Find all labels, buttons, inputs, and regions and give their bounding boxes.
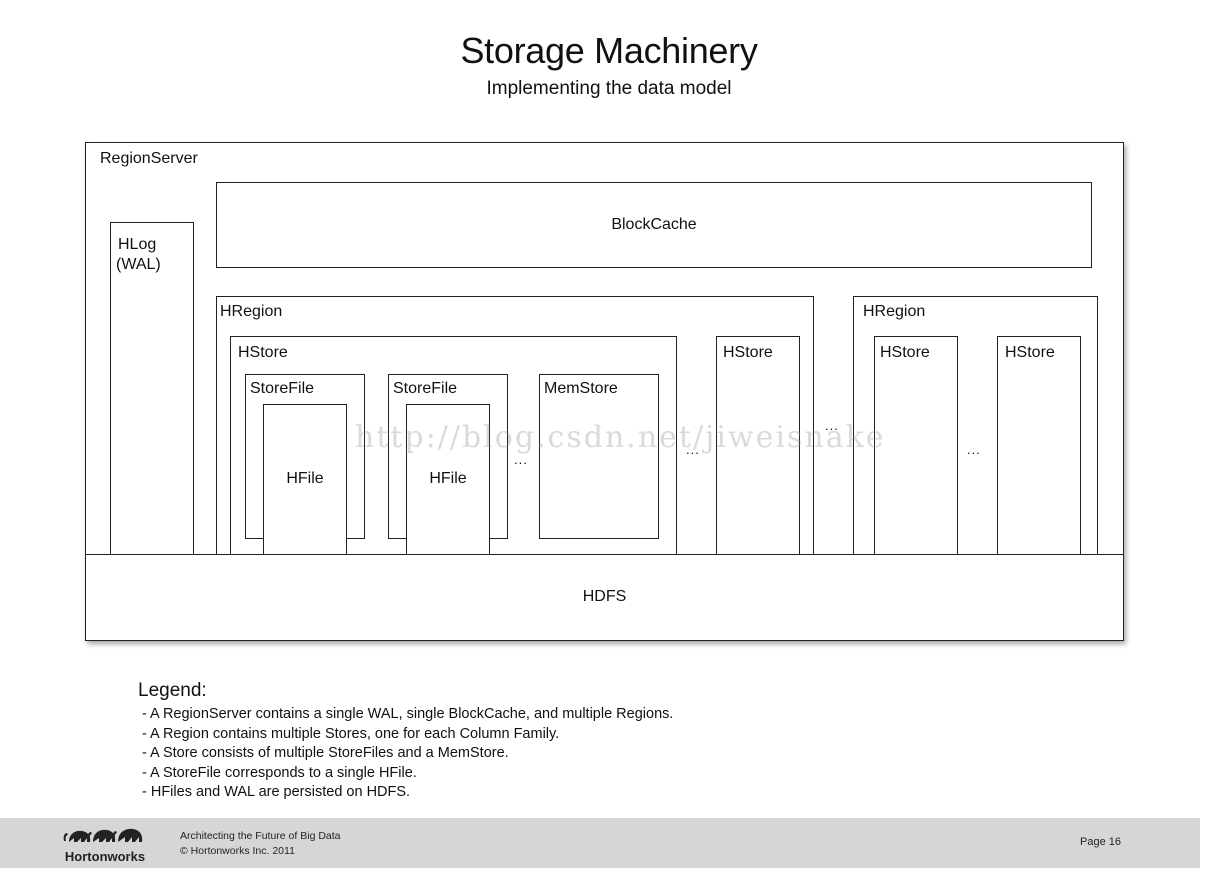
memstore-box: MemStore bbox=[539, 374, 659, 539]
hstore-ellipsis-2: ... bbox=[967, 442, 981, 457]
memstore-label: MemStore bbox=[544, 380, 618, 397]
legend-item: - HFiles and WAL are persisted on HDFS. bbox=[142, 784, 411, 800]
watermark-text: http://blog.csdn.net/jiweisnake bbox=[355, 420, 886, 455]
storefile-label-2: StoreFile bbox=[393, 380, 458, 397]
hregion-label-1: HRegion bbox=[220, 303, 283, 320]
hfile-label-1: HFile bbox=[286, 470, 324, 487]
hlog-label: HLog bbox=[118, 236, 157, 253]
hstore-box-4: HStore bbox=[997, 336, 1081, 555]
hfile-label-2: HFile bbox=[429, 470, 467, 487]
legend: Legend: - A RegionServer contains a sing… bbox=[138, 680, 673, 803]
footer-bar: Hortonworks Architecting the Future of B… bbox=[0, 818, 1200, 868]
logo-text: Hortonworks bbox=[64, 849, 146, 864]
hdfs-box: HDFS bbox=[85, 554, 1124, 641]
hortonworks-logo: Hortonworks bbox=[55, 824, 155, 864]
legend-title: Legend: bbox=[138, 680, 207, 701]
storefile-label-1: StoreFile bbox=[250, 380, 315, 397]
hstore-box-2: HStore bbox=[716, 336, 800, 555]
legend-item: - A Store consists of multiple StoreFile… bbox=[142, 745, 509, 761]
hstore-label-2: HStore bbox=[723, 344, 773, 361]
hlog-wal-box: HLog (WAL) bbox=[110, 222, 194, 555]
footer-tagline: Architecting the Future of Big Data bbox=[180, 830, 341, 842]
legend-item: - A Region contains multiple Stores, one… bbox=[142, 725, 560, 742]
hstore-label-4: HStore bbox=[1005, 344, 1055, 361]
hregion-label-2: HRegion bbox=[863, 303, 926, 320]
hstore-label-3: HStore bbox=[880, 344, 930, 361]
hdfs-label: HDFS bbox=[582, 588, 627, 605]
hstore-box-3: HStore bbox=[874, 336, 958, 555]
block-cache-label: BlockCache bbox=[611, 216, 697, 233]
hfile-box-1: HFile bbox=[263, 404, 347, 555]
footer-copyright: © Hortonworks Inc. 2011 bbox=[180, 845, 295, 857]
storefile-ellipsis: ... bbox=[514, 452, 528, 467]
legend-item: - A RegionServer contains a single WAL, … bbox=[142, 706, 674, 722]
elephant-logo-icon bbox=[63, 828, 143, 842]
wal-label: (WAL) bbox=[116, 256, 161, 273]
region-server-label: RegionServer bbox=[100, 150, 198, 167]
page-number: Page 16 bbox=[1080, 836, 1121, 848]
hfile-box-2: HFile bbox=[406, 404, 490, 555]
page-title: Storage Machinery bbox=[460, 30, 758, 71]
block-cache-box: BlockCache bbox=[216, 182, 1092, 268]
hregion-ellipsis: ... bbox=[825, 418, 839, 433]
legend-item: - A StoreFile corresponds to a single HF… bbox=[142, 764, 417, 781]
hstore-label-main: HStore bbox=[238, 344, 288, 361]
page-subtitle: Implementing the data model bbox=[486, 78, 732, 99]
hstore-ellipsis-1: ... bbox=[686, 442, 700, 457]
